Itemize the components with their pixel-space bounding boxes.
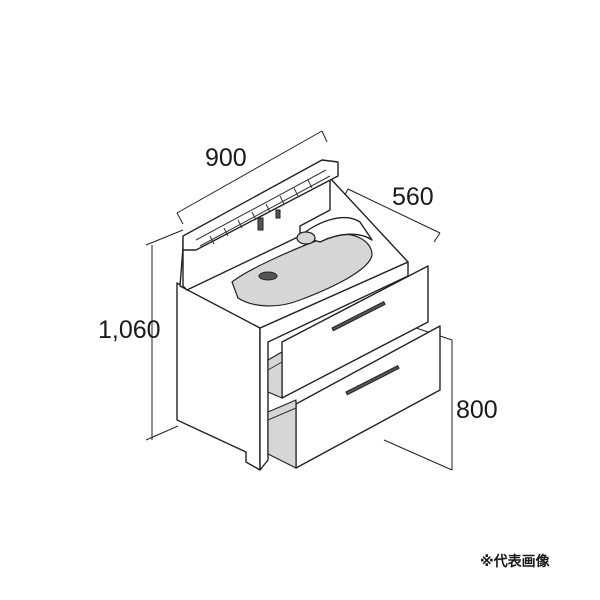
height-label: 1,060 xyxy=(98,316,161,344)
counter-height-label: 800 xyxy=(456,396,498,424)
lower-drawer-handle xyxy=(345,364,400,396)
upper-drawer-side xyxy=(267,351,283,399)
top-shelf xyxy=(182,159,339,251)
cabinet xyxy=(176,167,409,471)
faucet-spout xyxy=(257,217,264,231)
depth-label: 560 xyxy=(392,183,434,211)
shelf-slots xyxy=(209,179,313,245)
width-label: 900 xyxy=(205,144,247,172)
basin-rim xyxy=(299,216,373,243)
representative-image-note: ※代表画像 xyxy=(480,553,551,570)
basin-bowl xyxy=(231,233,373,307)
drawers xyxy=(267,265,441,469)
faucet-knob xyxy=(296,231,316,245)
drain xyxy=(258,271,278,281)
upper-drawer-handle xyxy=(331,300,386,332)
